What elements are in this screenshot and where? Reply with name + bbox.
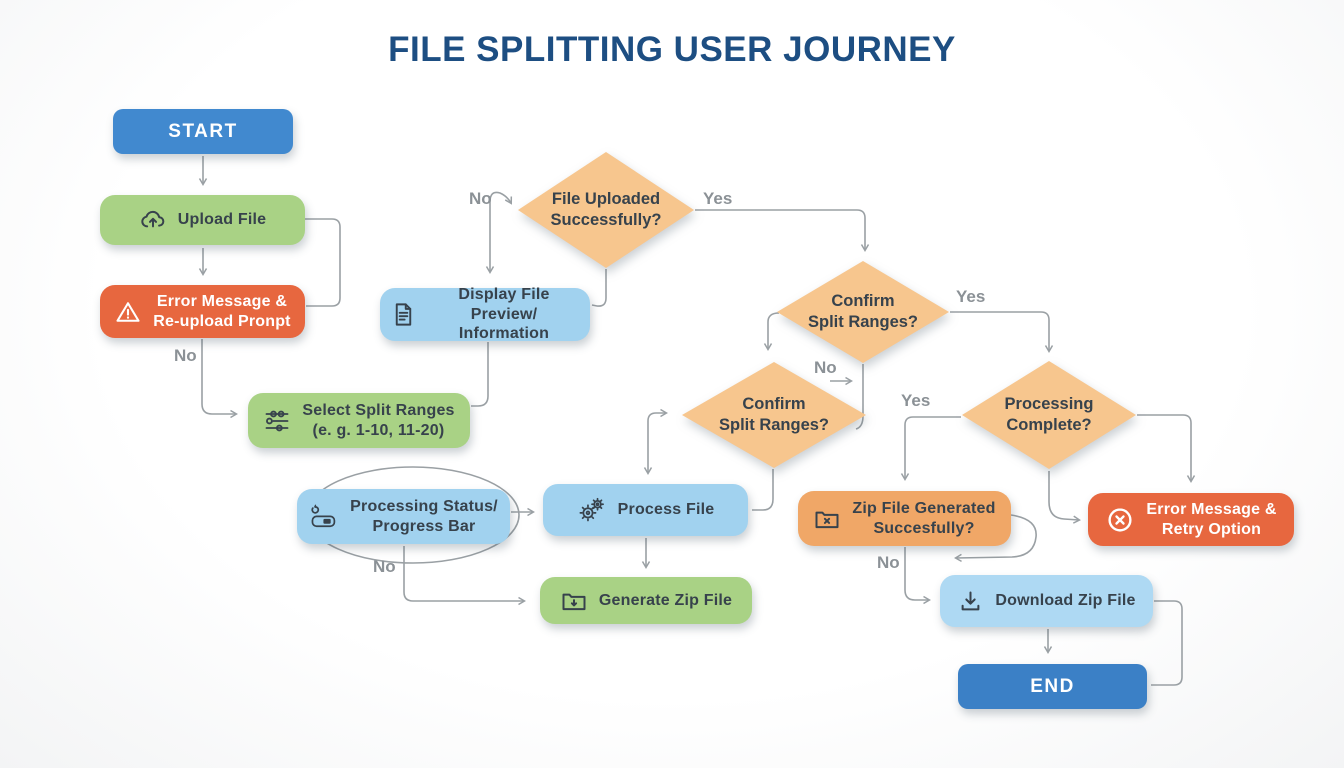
download-icon — [961, 590, 980, 610]
node-download-zip-label: Download Zip File — [995, 592, 1136, 610]
node-upload-file: Upload File — [100, 195, 305, 245]
page-title: FILE SPLITTING USER JOURNEY — [388, 30, 956, 69]
edge-diamond1-display — [591, 269, 607, 307]
edge-label-file-uploaded-yes: Yes — [703, 189, 733, 208]
gears-icon — [579, 497, 604, 522]
edge-label-processing-complete-yes: Yes — [901, 391, 931, 410]
edge-display-select — [471, 342, 489, 407]
node-display-preview-label: Display File Preview/ Information — [458, 286, 550, 343]
progress-bar-icon — [311, 504, 336, 527]
edge-status-generate — [403, 546, 526, 606]
edge-label-confirm1-no: No — [814, 358, 837, 377]
node-generate-zip: Generate Zip File — [540, 577, 752, 624]
edge-into-confirm2 — [647, 408, 668, 444]
circle-x-icon — [1108, 507, 1132, 532]
node-select-split-ranges-label: Select Split Ranges (e. g. 1-10, 11-20) — [302, 401, 455, 439]
node-zip-generated: Zip File Generated Succesfully? — [798, 491, 1011, 546]
node-error-reupload-label: Error Message & Re-upload Pronpt — [153, 292, 291, 330]
decision-confirm-ranges-1: Confirm Split Ranges? — [777, 261, 949, 363]
decision-confirm-ranges-2: Confirm Split Ranges? — [682, 362, 866, 468]
edge-confirm1-complete — [950, 311, 1054, 353]
decision-processing-complete: Processing Complete? — [962, 361, 1136, 469]
node-process-file-label: Process File — [617, 501, 715, 519]
node-end: END — [958, 664, 1147, 709]
edge-error-select — [201, 339, 238, 419]
edge-download-end-loop — [1151, 600, 1183, 686]
file-text-icon — [395, 303, 412, 326]
edge-complete-zip — [900, 416, 961, 481]
edge-label-reupload-no: No — [174, 346, 197, 365]
decision-file-uploaded: File Uploaded Successfully? — [518, 152, 694, 268]
diamond-shape — [777, 261, 949, 363]
diamond-shape — [518, 152, 694, 268]
folder-zip-icon — [562, 593, 586, 610]
diamond-shape — [962, 361, 1136, 469]
edge-no-diamond1 — [489, 191, 513, 205]
edge-label-status-no: No — [373, 557, 396, 576]
warning-triangle-icon — [116, 301, 140, 322]
node-zip-generated-label: Zip File Generated Succesfully? — [852, 499, 996, 537]
node-upload-file-label: Upload File — [177, 211, 267, 229]
sliders-icon — [265, 410, 289, 431]
cloud-upload-icon — [141, 210, 165, 228]
decision-confirm-ranges-1-label: Confirm Split Ranges? — [807, 292, 918, 331]
folder-x-icon — [815, 511, 839, 528]
decision-processing-complete-label: Processing Complete? — [1004, 395, 1094, 434]
node-generate-zip-label: Generate Zip File — [598, 591, 733, 609]
diamond-shape — [682, 362, 866, 468]
node-error-retry-label: Error Message & Retry Option — [1146, 500, 1277, 538]
node-start: START — [113, 109, 293, 154]
edge-complete-errorretry-left — [1048, 471, 1081, 524]
edge-upload-loop — [305, 218, 341, 307]
edge-diamond1-confirm1 — [695, 209, 870, 252]
decision-confirm-ranges-2-label: Confirm Split Ranges? — [718, 395, 829, 434]
edge-zip-download — [904, 547, 931, 605]
node-processing-status: Processing Status/ Progress Bar — [297, 489, 510, 544]
edge-confirm1-confirm2 — [763, 312, 780, 351]
node-download-zip: Download Zip File — [940, 575, 1153, 627]
edge-complete-errorretry-top — [1137, 414, 1196, 483]
decision-file-uploaded-label: File Uploaded Successfully? — [550, 190, 662, 229]
node-error-reupload: Error Message & Re-upload Pronpt — [100, 285, 305, 338]
node-processing-status-label: Processing Status/ Progress Bar — [350, 497, 498, 535]
node-start-label: START — [168, 120, 238, 142]
node-select-split-ranges: Select Split Ranges (e. g. 1-10, 11-20) — [248, 393, 470, 448]
edge-confirm2-process — [752, 469, 774, 511]
node-process-file: Process File — [543, 484, 748, 536]
edge-label-zip-no: No — [877, 553, 900, 572]
node-end-label: END — [1030, 675, 1075, 697]
edge-label-file-uploaded-no: No — [469, 189, 492, 208]
node-error-retry: Error Message & Retry Option — [1088, 493, 1294, 546]
edge-zip-hook — [954, 514, 1037, 563]
edge-label-confirm1-yes: Yes — [956, 287, 986, 306]
node-display-preview: Display File Preview/ Information — [380, 286, 590, 343]
